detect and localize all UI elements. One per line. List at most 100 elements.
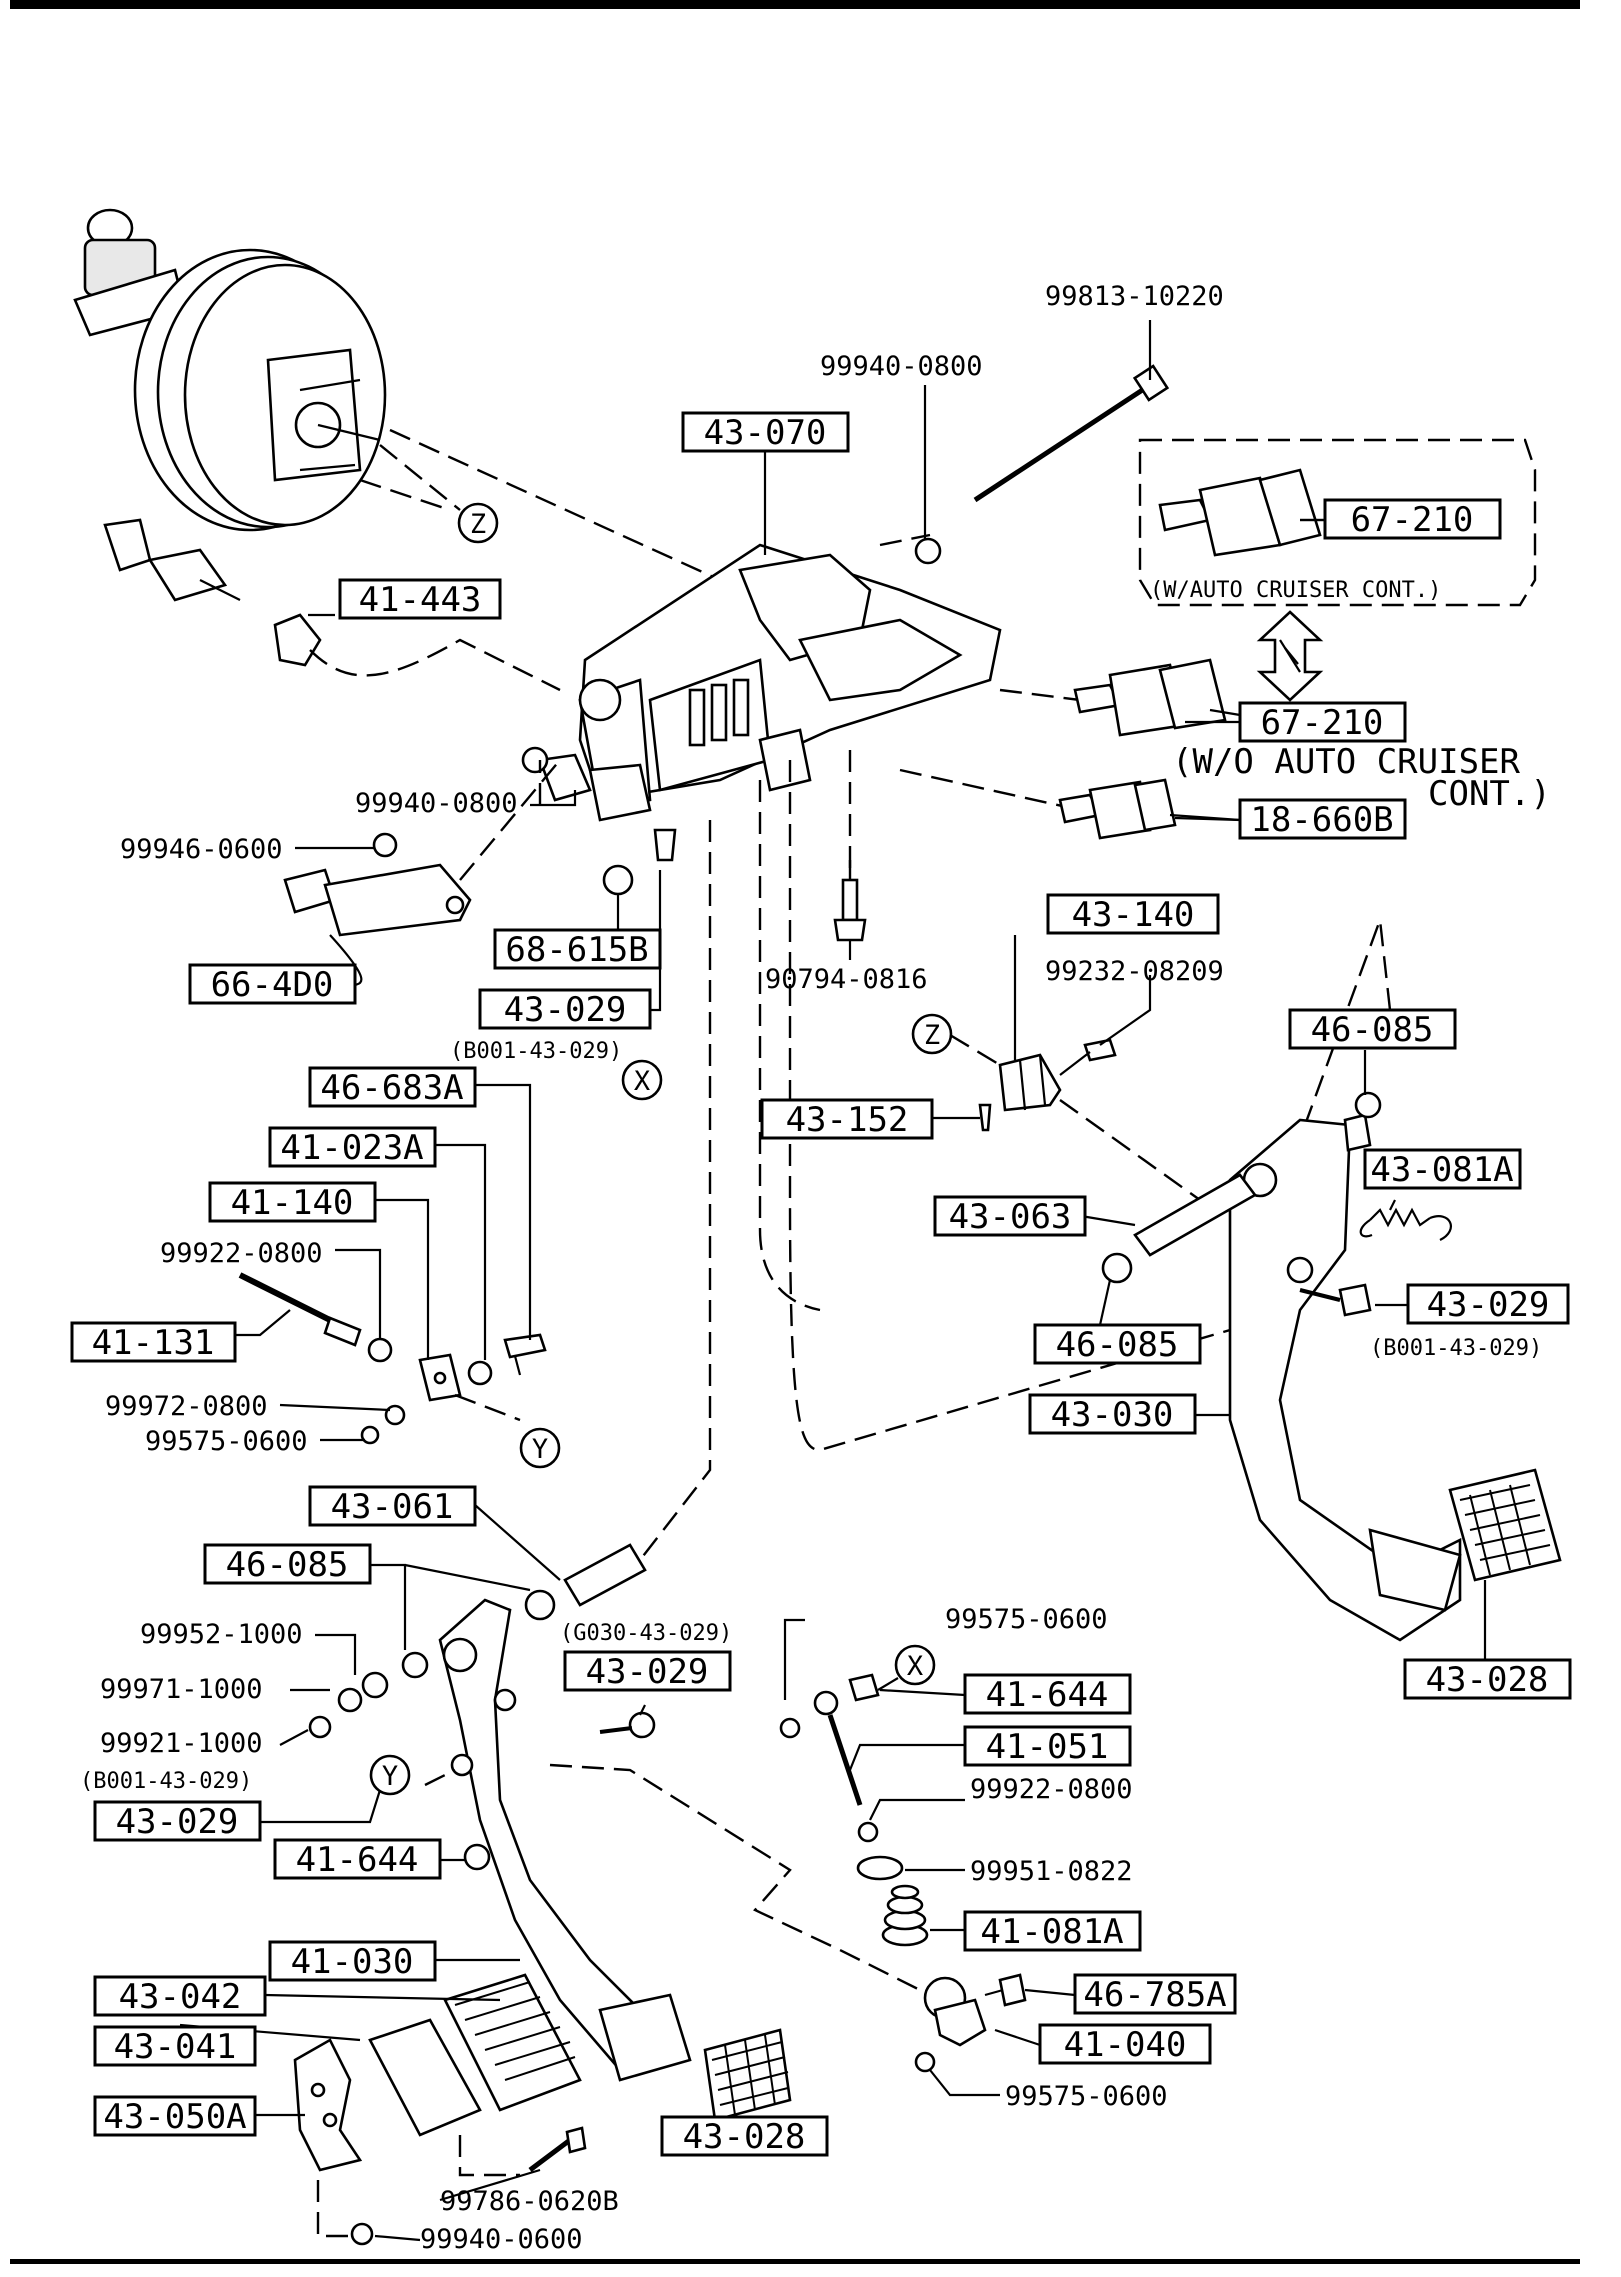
bolt-43-029-d-drawing: [450, 1753, 474, 1777]
label-66-4d0: 66-4D0: [211, 965, 334, 1005]
label-99786-0620b: 99786-0620B: [440, 2186, 619, 2217]
label-46-085-c: 46-085: [226, 1545, 349, 1585]
rod-41-051-drawing: [813, 1690, 863, 1806]
plate-43-041-drawing: [368, 2018, 482, 2137]
bushing-46-085-c-drawing: [524, 1589, 556, 1621]
label-99971-1000: 99971-1000: [100, 1674, 263, 1705]
label-18-660b: 18-660B: [1250, 800, 1393, 840]
label-41-644-a: 41-644: [986, 1675, 1109, 1715]
note-b001-43-029-c: (B001-43-029): [80, 1769, 252, 1794]
leader-z-clevis: [949, 1033, 1001, 1067]
label-46-683a: 46-683A: [320, 1068, 463, 1108]
bushing-41-644-a-drawing: [848, 1673, 880, 1702]
label-43-140: 43-140: [1072, 895, 1195, 935]
spring-43-081a-drawing: [1359, 1207, 1452, 1241]
marker-z-mid: Z: [911, 1013, 953, 1055]
note-w-auto-cruiser: (W/AUTO CRUISER CONT.): [1150, 578, 1441, 603]
pushrod-41-131-drawing: [238, 1272, 393, 1363]
clutch-pedal-41-030-drawing: [438, 1598, 692, 2082]
note-b001-43-029-b: (B001-43-029): [1370, 1336, 1542, 1361]
stop-switch-drawing: [1058, 778, 1241, 840]
label-43-152: 43-152: [786, 1100, 909, 1140]
leader-clevis-pedal: [1059, 1099, 1201, 1201]
bushing-46-085-a-drawing: [1354, 1091, 1382, 1119]
label-46-085-a: 46-085: [1311, 1010, 1434, 1050]
leader-bracket-right: [788, 533, 1392, 1452]
washer-99952-drawing: [361, 1671, 389, 1699]
clevis-43-140-drawing: [978, 1038, 1117, 1132]
bottom-rule: [10, 2259, 1580, 2264]
label-99940-0800-mid: 99940-0800: [355, 788, 518, 819]
bracket-43-050a-drawing: [293, 2038, 363, 2172]
leader-booster-1: [389, 428, 721, 582]
label-99946-0600: 99946-0600: [120, 834, 283, 865]
left-switch-drawing: [283, 746, 677, 937]
cruise-switch-b-drawing: [1073, 658, 1241, 737]
bolt-99786-drawing: [528, 2126, 587, 2172]
marker-x-top: X: [621, 1059, 663, 1101]
bolt-43-029-c-drawing: [599, 1711, 656, 1739]
pipe-43-061-drawing: [563, 1543, 647, 1607]
label-99951-0822: 99951-0822: [970, 1856, 1133, 1887]
nut-top-drawing: [914, 537, 942, 565]
label-41-030: 41-030: [291, 1942, 414, 1982]
label-99940-0800-top: 99940-0800: [820, 351, 983, 382]
clevis-41-140-drawing: [418, 1353, 462, 1402]
bushing-41-023a-drawing: [467, 1360, 493, 1386]
double-arrow-icon: [1256, 610, 1324, 702]
note-b001-43-029-a: (B001-43-029): [450, 1039, 622, 1064]
label-41-051: 41-051: [986, 1727, 1109, 1767]
label-99972-0800: 99972-0800: [105, 1391, 268, 1422]
label-46-785a: 46-785A: [1083, 1975, 1226, 2015]
bolt-90794-drawing: [833, 878, 867, 942]
marker-y-low: Y: [369, 1754, 411, 1796]
label-67-210-b: 67-210: [1261, 703, 1384, 743]
label-43-029-c: 43-029: [586, 1652, 709, 1692]
pad-43-042-drawing: [443, 1973, 582, 2112]
spring-41-081a-drawing: [881, 1884, 929, 1947]
label-leaders: [179, 320, 1487, 2242]
label-43-042: 43-042: [119, 1977, 242, 2017]
leader-x-low: [877, 1677, 899, 1691]
label-99813-10220: 99813-10220: [1045, 281, 1224, 312]
label-43-050a: 43-050A: [103, 2097, 246, 2137]
label-99921-1000: 99921-1000: [100, 1728, 263, 1759]
leader-43-061: [639, 820, 712, 1561]
bushing-46-085-b-drawing: [1101, 1252, 1133, 1284]
svg-text:Z: Z: [470, 509, 486, 540]
svg-text:Z: Z: [924, 1020, 940, 1051]
leader-z-top: [379, 444, 461, 511]
label-99952-1000: 99952-1000: [140, 1619, 303, 1650]
leader-left-switch: [459, 759, 561, 881]
label-99922-0800-a: 99922-0800: [160, 1238, 323, 1269]
label-43-063: 43-063: [949, 1197, 1072, 1237]
svg-text:Y: Y: [382, 1761, 398, 1792]
marker-z-top: Z: [457, 502, 499, 544]
label-99575-0600-a: 99575-0600: [145, 1426, 308, 1457]
label-43-061: 43-061: [331, 1487, 454, 1527]
label-46-085-b: 46-085: [1056, 1325, 1179, 1365]
nut-99921-drawing: [308, 1715, 332, 1739]
washer-99971-drawing: [337, 1687, 363, 1713]
leader-bracket-down: [758, 780, 821, 1312]
cruise-switch-dashed-box: [1138, 438, 1537, 607]
label-67-210-a: 67-210: [1351, 500, 1474, 540]
pin-46-683a-drawing: [503, 1333, 547, 1376]
bolt-43-029-b-drawing: [1299, 1283, 1372, 1317]
label-99575-0600-b: 99575-0600: [945, 1604, 1108, 1635]
nut-99940-0600-drawing: [350, 2222, 374, 2246]
label-41-443: 41-443: [359, 580, 482, 620]
leader-plate-bolt: [458, 2135, 520, 2177]
label-41-081a: 41-081A: [980, 1912, 1123, 1952]
clutch-switch-bracket-drawing: [103, 518, 322, 667]
label-99232-08209: 99232-08209: [1045, 956, 1224, 987]
washer-99951-drawing: [856, 1855, 904, 1881]
bushing-46-085-d-drawing: [401, 1651, 429, 1679]
brake-booster-drawing: [73, 208, 387, 532]
leader-y-clutch: [424, 1768, 456, 1787]
bushing-41-644-b-drawing: [463, 1843, 491, 1871]
label-99575-0600-c: 99575-0600: [1005, 2081, 1168, 2112]
brake-pedal-43-030-drawing: [1228, 1113, 1462, 1642]
leader-booster-3: [309, 638, 561, 692]
